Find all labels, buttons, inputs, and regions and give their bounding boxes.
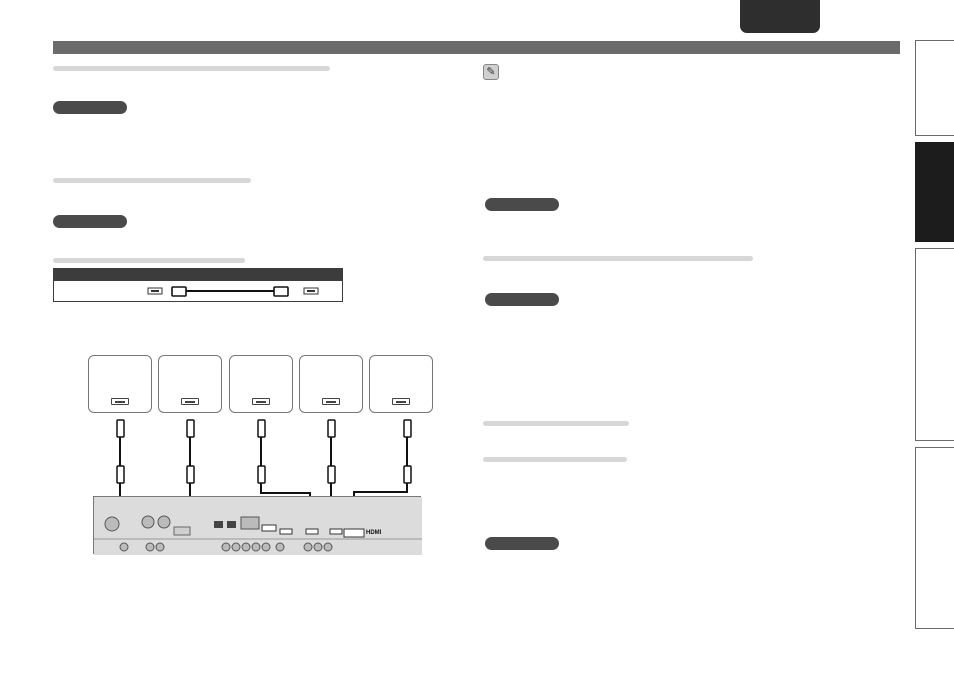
label-pill — [53, 101, 127, 114]
subheading-bar — [483, 457, 627, 462]
pencil-note-icon: ✎ — [483, 64, 499, 80]
label-pill — [53, 215, 127, 228]
hdmi-port-icon — [322, 398, 340, 405]
label-pill — [485, 198, 559, 211]
cable-legend-header — [53, 268, 343, 281]
subheading-bar — [483, 421, 629, 426]
rear-panel-graphic: HDMI — [94, 497, 422, 555]
source-device-4 — [299, 355, 363, 413]
hdmi-port-icon — [111, 398, 129, 405]
label-pill — [485, 293, 559, 306]
hdmi-logo-text: HDMI — [366, 530, 382, 536]
subheading-bar — [53, 258, 245, 263]
subheading-bar — [53, 66, 330, 71]
side-tab-4[interactable] — [915, 447, 954, 629]
av-receiver-rear-panel: HDMI — [93, 496, 422, 555]
subheading-bar — [53, 178, 251, 183]
source-device-3 — [229, 355, 293, 413]
subheading-bar — [483, 256, 753, 261]
hdmi-port-icon — [181, 398, 199, 405]
source-device-5 — [369, 355, 433, 413]
side-tab-1[interactable] — [915, 40, 954, 136]
source-device-1 — [88, 355, 152, 413]
cable-legend-body — [53, 281, 343, 302]
source-device-2 — [158, 355, 222, 413]
section-title-bar — [53, 41, 900, 54]
hdmi-port-icon — [392, 398, 410, 405]
language-tab[interactable] — [740, 0, 820, 33]
side-tab-3[interactable] — [915, 248, 954, 441]
label-pill — [485, 537, 559, 550]
hdmi-port-icon — [252, 398, 270, 405]
side-tab-2[interactable] — [915, 142, 954, 242]
hdmi-cable-icon — [147, 286, 319, 297]
